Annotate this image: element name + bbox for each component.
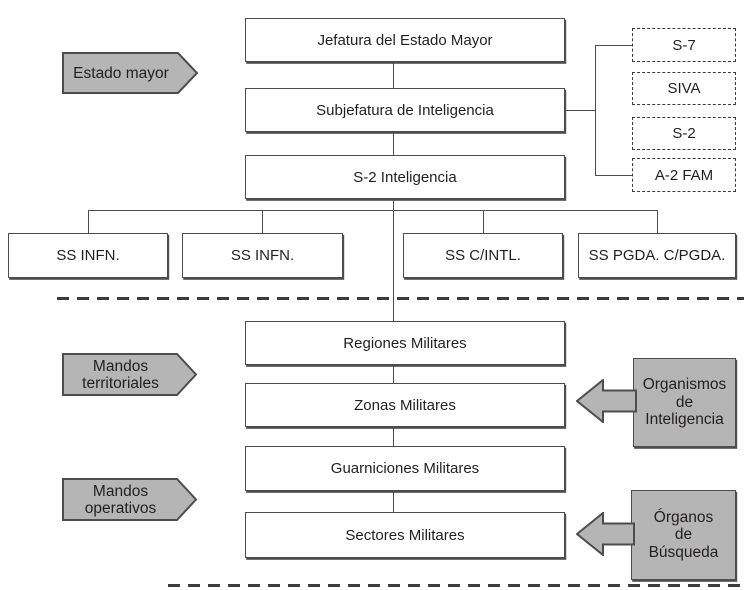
section-arrow-estado-mayor: Estado mayor [62, 52, 199, 94]
divider-dashed-line [57, 297, 744, 300]
box-ss-infn-2: SS INFN. [182, 233, 343, 278]
callout-organismos-de-inteligencia: Organismos de Inteligencia [633, 358, 736, 447]
right-arrow-shape-icon [62, 353, 198, 396]
dashed-box-siva: SIVA [632, 72, 736, 105]
dashed-box-a2-fam: A-2 FAM [632, 158, 736, 192]
connector-line [565, 109, 595, 112]
box-ss-pgda: SS PGDA. C/PGDA. [578, 233, 736, 278]
box-label: SS C/INTL. [445, 247, 521, 264]
box-label: SS PGDA. C/PGDA. [588, 247, 726, 264]
box-zonas-militares: Zonas Militares [245, 383, 565, 427]
connector-line [392, 365, 395, 383]
connector-line [261, 210, 264, 233]
box-ss-c-intl: SS C/INTL. [403, 233, 563, 278]
connector-line [392, 62, 395, 88]
section-arrow-label: Mandos territoriales [82, 357, 159, 392]
box-label: Sectores Militares [345, 526, 465, 544]
left-block-arrow-icon [576, 379, 637, 423]
connector-line [656, 210, 659, 233]
box-label: Zonas Militares [354, 396, 456, 414]
box-label: S-2 [672, 125, 696, 142]
box-s2-inteligencia: S-2 Inteligencia [245, 155, 565, 199]
box-label: Jefatura del Estado Mayor [317, 31, 493, 49]
divider-dashed-line-bottom [168, 584, 742, 587]
box-label: SS INFN. [230, 247, 295, 264]
connector-line [595, 174, 632, 177]
box-subjefatura-inteligencia: Subjefatura de Inteligencia [245, 88, 565, 132]
section-arrow-label: Estado mayor [73, 64, 169, 82]
box-sectores-militares: Sectores Militares [245, 512, 565, 558]
section-arrow-label: Mandos operativos [84, 482, 157, 517]
connector-line [392, 199, 395, 321]
dashed-box-s2: S-2 [632, 117, 736, 150]
connector-line [595, 44, 632, 47]
box-label: S-7 [672, 36, 696, 54]
left-block-arrow-icon [576, 512, 635, 556]
connector-line [482, 210, 485, 233]
box-label: A-2 FAM [654, 166, 714, 184]
box-label: SS INFN. [56, 247, 120, 264]
box-label: Guarniciones Militares [330, 460, 480, 477]
connector-line [87, 210, 90, 233]
box-label: Regiones Militares [343, 334, 467, 352]
section-arrow-mandos-territoriales: Mandos territoriales [62, 353, 198, 396]
connector-line [392, 132, 395, 155]
box-jefatura-estado-mayor: Jefatura del Estado Mayor [245, 18, 565, 62]
box-ss-infn-1: SS INFN. [8, 233, 168, 278]
callout-organos-de-busqueda: Órganos de Búsqueda [631, 490, 736, 580]
connector-line [594, 44, 597, 176]
connector-line [87, 209, 658, 212]
box-regiones-militares: Regiones Militares [245, 321, 565, 365]
dashed-box-s7: S-7 [632, 28, 736, 62]
section-arrow-mandos-operativos: Mandos operativos [62, 478, 198, 521]
connector-line [392, 427, 395, 446]
box-label: SIVA [667, 80, 701, 97]
connector-line [392, 491, 395, 512]
right-arrow-shape-icon [62, 52, 199, 94]
box-guarniciones-militares: Guarniciones Militares [245, 446, 565, 491]
box-label: S-2 Inteligencia [353, 168, 457, 186]
right-arrow-shape-icon [62, 478, 198, 521]
box-label: Subjefatura de Inteligencia [316, 101, 494, 119]
